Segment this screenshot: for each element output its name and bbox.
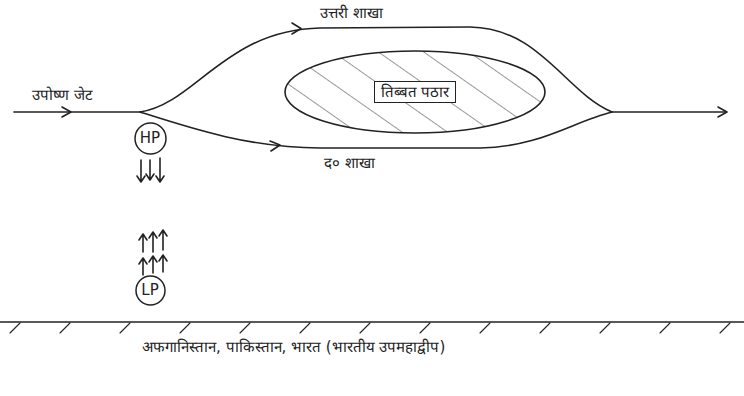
jet-stream-line	[14, 111, 140, 113]
arrowhead	[292, 23, 301, 34]
plateau-region: तिब्बत पठार	[284, 50, 546, 134]
branch-label: द० शाखा	[322, 154, 377, 173]
node-text: LP	[141, 281, 158, 300]
jet-stream-line	[612, 111, 726, 113]
plateau-outline	[285, 51, 545, 133]
arrowhead	[718, 107, 727, 117]
jet-stream-label: उपोष्ण जेट	[30, 86, 95, 105]
branch-label: उत्तरी शाखा	[318, 4, 385, 23]
high-pressure-circle: HP	[134, 122, 167, 155]
node-text: HP	[140, 129, 160, 148]
pressure-circle	[135, 123, 166, 154]
arrowhead	[270, 141, 280, 151]
ground-hatching	[10, 323, 730, 333]
node-text: तिब्बत पठार	[374, 81, 457, 104]
rising-air-arrows	[139, 230, 167, 275]
pressure-circle	[136, 276, 165, 305]
subsiding-air-arrows	[137, 158, 164, 182]
region-label: अफगानिस्तान, पाकिस्तान, भारत (भारतीय उपम…	[140, 338, 447, 357]
arrowhead	[62, 107, 71, 117]
low-pressure-circle: LP	[135, 275, 166, 306]
ground-line	[0, 321, 744, 323]
